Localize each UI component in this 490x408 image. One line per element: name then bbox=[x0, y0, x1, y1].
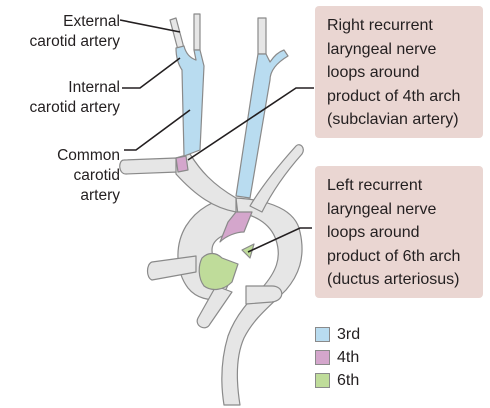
right-carotid-3rd-arch bbox=[176, 46, 204, 156]
legend-swatch-6th bbox=[315, 373, 330, 388]
external-carotid-label: External carotid artery bbox=[30, 12, 120, 52]
legend-item-6th: 6th bbox=[315, 369, 360, 392]
external-carotid-stub bbox=[170, 18, 184, 50]
left-6th-small bbox=[242, 244, 254, 258]
internal-carotid-label: Internal carotid artery bbox=[30, 78, 120, 118]
legend-swatch-3rd bbox=[315, 327, 330, 342]
right-nerve-callout: Right recurrent laryngeal nerve loops ar… bbox=[315, 6, 483, 138]
right-subclavian bbox=[120, 158, 178, 174]
legend: 3rd 4th 6th bbox=[315, 323, 360, 392]
leader-internal bbox=[122, 58, 180, 88]
right-subclavian-4th-arch bbox=[176, 156, 188, 172]
left-subclavian bbox=[250, 145, 303, 212]
legend-item-3rd: 3rd bbox=[315, 323, 360, 346]
leader-common bbox=[124, 110, 190, 150]
left-nerve-callout: Left recurrent laryngeal nerve loops aro… bbox=[315, 166, 483, 298]
right-external-top bbox=[194, 14, 200, 50]
common-carotid-label: Common carotid artery bbox=[57, 146, 120, 206]
legend-item-4th: 4th bbox=[315, 346, 360, 369]
left-external-top bbox=[258, 18, 266, 54]
right-pulmonary bbox=[246, 286, 282, 304]
legend-swatch-4th bbox=[315, 350, 330, 365]
ductus-arteriosus-6th-arch bbox=[199, 254, 238, 290]
